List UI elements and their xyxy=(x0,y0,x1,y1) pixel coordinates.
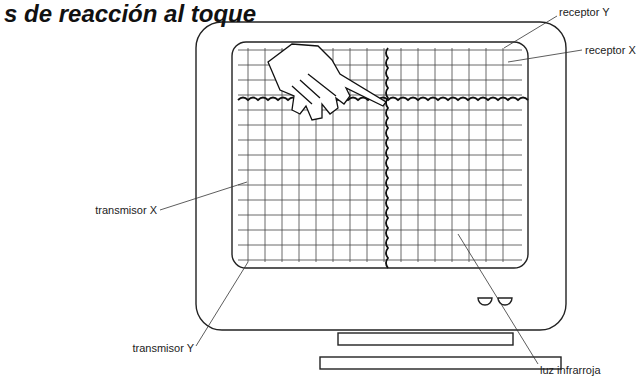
grid-line xyxy=(238,215,522,216)
grid-line xyxy=(238,50,522,51)
monitor-housing xyxy=(196,22,566,330)
stand xyxy=(338,333,513,345)
part-label: luz infrarroja xyxy=(540,364,601,376)
grid-line xyxy=(238,260,522,261)
screen xyxy=(232,42,528,268)
grid-line xyxy=(238,95,522,96)
grid-line xyxy=(238,140,522,141)
title: s de reacción al toque xyxy=(4,2,256,26)
grid-line xyxy=(238,170,522,171)
part-label: transmisor Y xyxy=(132,342,194,354)
interrupted-beam-y xyxy=(386,48,388,268)
base xyxy=(320,357,561,369)
grid-line xyxy=(238,125,522,126)
grid-line xyxy=(238,155,522,156)
grid-line xyxy=(238,230,522,231)
grid-line xyxy=(238,200,522,201)
grid-line xyxy=(238,110,522,111)
part-label: transmisor X xyxy=(95,204,157,216)
grid-line xyxy=(238,245,522,246)
part-label: receptor Y xyxy=(559,6,610,18)
buttons xyxy=(478,298,512,305)
leader-lines xyxy=(160,16,582,364)
hand xyxy=(268,44,386,120)
grid-line xyxy=(238,185,522,186)
part-label: receptor X xyxy=(585,44,636,56)
